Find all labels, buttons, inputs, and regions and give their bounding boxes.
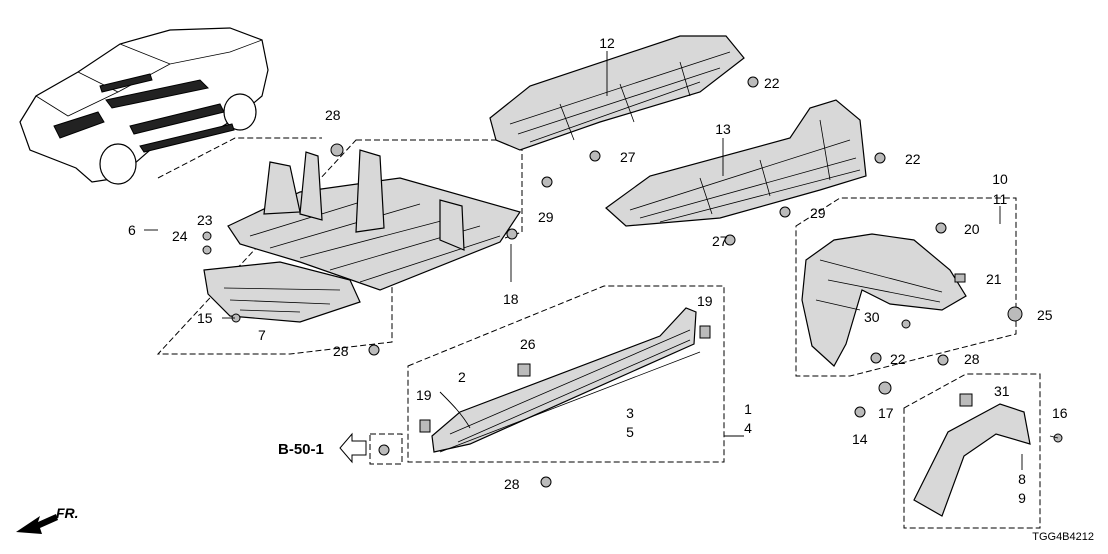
callout-21: 21 [986, 271, 1002, 287]
callout-3: 3 [626, 405, 634, 421]
ref-arrow-icon [339, 432, 367, 464]
callout-29: 29 [538, 209, 554, 225]
callout-5: 5 [626, 424, 634, 440]
reference-link-b-50-1[interactable]: B-50-1 [278, 441, 324, 458]
callout-28: 28 [325, 107, 341, 123]
callout-28: 28 [504, 476, 520, 492]
wheel-liner-group [795, 197, 1017, 377]
callout-29: 29 [810, 205, 826, 221]
rear-floor-undercover-13 [605, 99, 867, 227]
callout-9: 9 [1018, 490, 1026, 506]
callout-23: 23 [197, 212, 213, 228]
callout-27: 27 [712, 233, 728, 249]
callout-19: 19 [416, 387, 432, 403]
callout-1: 1 [744, 401, 752, 417]
callout-13: 13 [715, 121, 731, 137]
front-marker-label: FR. [56, 505, 79, 521]
callout-22: 22 [764, 75, 780, 91]
callout-28: 28 [964, 351, 980, 367]
callout-16: 16 [1052, 405, 1068, 421]
callout-4: 4 [744, 420, 752, 436]
callout-28: 28 [333, 343, 349, 359]
callout-labels: 12 22 22 27 27 29 29 13 10 11 28 28 28 2… [128, 35, 1068, 506]
callout-25: 25 [1037, 307, 1053, 323]
callout-8: 8 [1018, 471, 1026, 487]
leader-lines [144, 51, 1059, 470]
callout-26: 26 [520, 336, 536, 352]
callout-18: 18 [503, 291, 519, 307]
callout-12: 12 [599, 35, 615, 51]
diagram-code: TGG4B4212 [1032, 531, 1094, 543]
side-sill-group [339, 285, 725, 465]
callout-11: 11 [993, 191, 1008, 207]
callout-31: 31 [994, 383, 1010, 399]
fender-flare-group [903, 373, 1041, 529]
callout-2: 2 [458, 369, 466, 385]
callout-27: 27 [620, 149, 636, 165]
callout-14: 14 [852, 431, 868, 447]
callout-19: 19 [697, 293, 713, 309]
callout-15: 15 [197, 310, 213, 326]
front-direction-marker: FR. [16, 505, 79, 534]
callout-17: 17 [878, 405, 894, 421]
fasteners [202, 76, 1063, 488]
callout-6: 6 [128, 222, 136, 238]
callout-7: 7 [258, 327, 266, 343]
callout-22: 22 [905, 151, 921, 167]
front-undercover-group [156, 137, 523, 355]
center-floor-undercover-12 [489, 35, 745, 151]
callout-10: 10 [992, 171, 1008, 187]
callout-22: 22 [890, 351, 906, 367]
callout-30: 30 [864, 309, 880, 325]
callout-20: 20 [964, 221, 980, 237]
callout-24: 24 [172, 228, 188, 244]
vehicle-overview [19, 27, 269, 185]
front-arrow-icon [16, 514, 58, 534]
